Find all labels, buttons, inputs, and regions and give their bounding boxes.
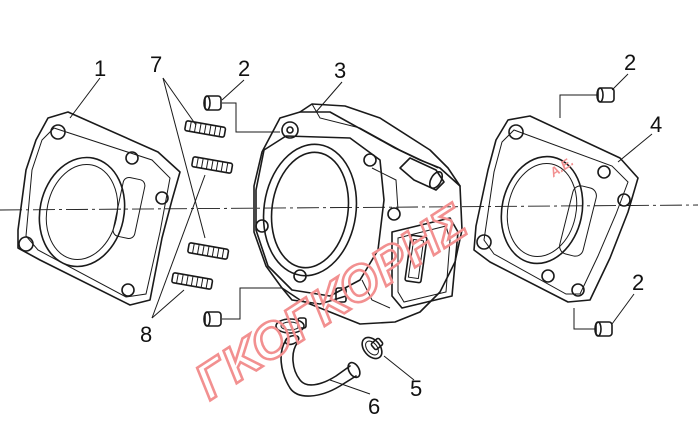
stud-bolts xyxy=(171,120,234,290)
callout-4: 4 xyxy=(650,112,662,137)
leader-7a xyxy=(162,77,197,126)
cylinder-block xyxy=(253,103,463,325)
cylinder-gasket-rear xyxy=(473,115,639,303)
callout-2-bottom-right: 2 xyxy=(632,270,644,295)
dowel-pin-bottom-left xyxy=(203,311,222,327)
callout-3: 3 xyxy=(334,58,346,83)
callout-6: 6 xyxy=(368,394,380,419)
leader-2-bottom-left xyxy=(222,287,282,320)
leader-2b-label xyxy=(611,73,629,91)
leader-5 xyxy=(383,355,415,381)
dowel-pin-top-left xyxy=(203,95,222,111)
leader-6 xyxy=(329,379,371,395)
callout-5: 5 xyxy=(410,376,422,401)
watermark-text: ΓΚΟΓΚΟΡΗΣ xyxy=(185,193,477,410)
callout-1: 1 xyxy=(94,56,106,81)
watermark-suffix: Α.Ε. xyxy=(546,154,576,181)
leader-2a-label xyxy=(221,79,245,101)
leader-8 xyxy=(151,289,185,319)
leader-2c-label xyxy=(611,293,635,325)
cylinder-gasket-front xyxy=(17,111,181,306)
oil-hose xyxy=(280,334,361,397)
leader-2c xyxy=(573,308,596,330)
hose-clamp-top xyxy=(275,317,307,334)
leader-3 xyxy=(315,81,343,113)
callout-2-top-left: 2 xyxy=(238,56,250,81)
dowel-pin-top-right xyxy=(596,87,615,103)
leader-2a xyxy=(222,102,280,133)
leader-2b xyxy=(559,94,598,118)
callout-8: 8 xyxy=(140,322,152,347)
leader-8b xyxy=(151,174,206,319)
callout-7: 7 xyxy=(150,52,162,77)
hose-clamp xyxy=(361,336,384,360)
leader-1 xyxy=(69,77,101,119)
callout-2-top-right: 2 xyxy=(624,50,636,75)
leader-7b xyxy=(162,77,206,239)
dowel-pin-bottom-right xyxy=(594,321,613,337)
leader-4 xyxy=(617,133,653,163)
